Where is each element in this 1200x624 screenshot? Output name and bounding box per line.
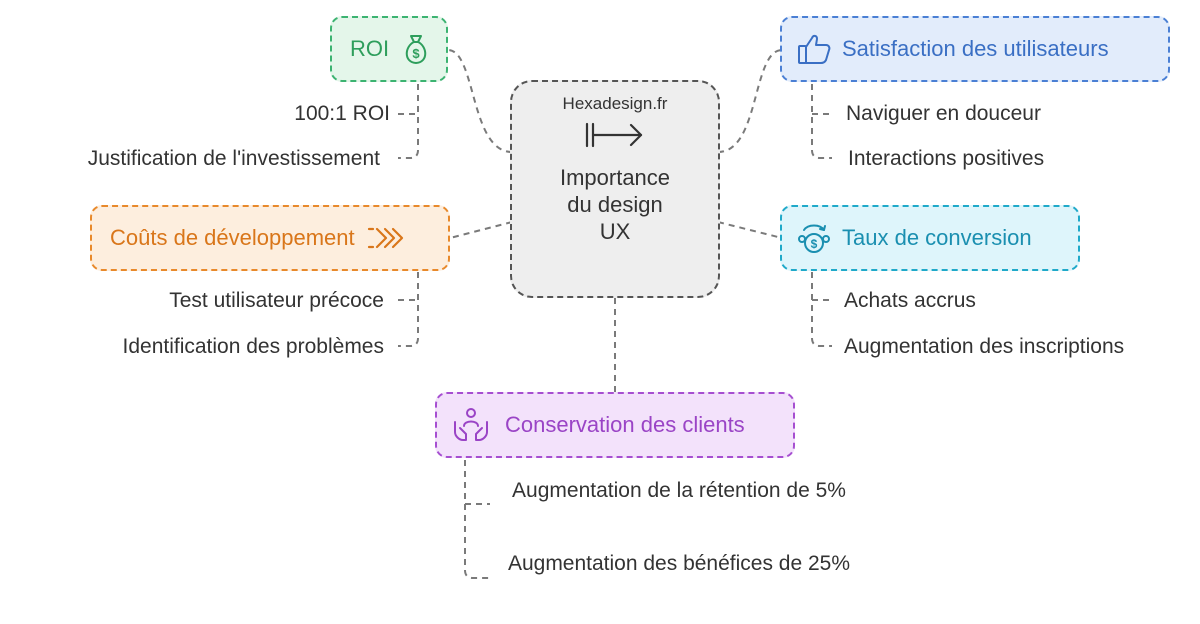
center-title-line2: du design xyxy=(567,192,663,217)
coin-exchange-icon: $ xyxy=(796,221,832,255)
center-node: Hexadesign.fr Importance du design UX xyxy=(510,80,720,298)
branch-costs-label: Coûts de développement xyxy=(110,225,355,250)
connector-costs-items xyxy=(398,272,419,347)
branch-costs[interactable]: Coûts de développement xyxy=(90,205,450,271)
connector-costs xyxy=(449,221,513,239)
branch-satisfaction-label: Satisfaction des utilisateurs xyxy=(842,36,1109,61)
brand-label: Hexadesign.fr xyxy=(562,94,668,113)
thumbs-up-icon xyxy=(796,32,832,66)
center-title-line1: Importance xyxy=(559,165,671,190)
satisfaction-item-1: Naviguer en douceur xyxy=(846,102,1041,125)
money-bag-icon: $ xyxy=(401,32,431,66)
roi-item-2: Justification de l'investissement xyxy=(87,147,380,170)
satisfaction-item-2: Interactions positives xyxy=(848,147,1045,170)
connector-satisfaction-items xyxy=(811,84,832,159)
connector-conversion-items xyxy=(811,272,832,347)
retention-item-2: Augmentation des bénéfices de 25% xyxy=(507,552,851,575)
branch-roi[interactable]: ROI $ xyxy=(330,16,448,82)
branch-conversion-label: Taux de conversion xyxy=(842,225,1032,250)
retention-item-1: Augmentation de la rétention de 5% xyxy=(512,479,846,502)
svg-text:$: $ xyxy=(811,237,818,251)
costs-item-2: Identification des problèmes xyxy=(122,335,385,358)
fast-forward-chevrons-icon xyxy=(367,225,405,251)
connector-roi-items xyxy=(398,84,419,159)
branch-retention-label: Conservation des clients xyxy=(505,412,745,437)
center-title-line3: UX xyxy=(599,219,631,244)
connector-satisfaction xyxy=(717,49,783,153)
branch-retention[interactable]: Conservation des clients xyxy=(435,392,795,458)
care-hands-icon xyxy=(451,406,491,444)
arrow-bar-icon xyxy=(585,122,643,148)
conversion-item-2: Augmentation des inscriptions xyxy=(844,335,1125,358)
connector-conversion xyxy=(717,221,783,239)
roi-item-1: 100:1 ROI xyxy=(294,102,390,125)
costs-item-1: Test utilisateur précoce xyxy=(169,289,384,312)
branch-conversion[interactable]: $ Taux de conversion xyxy=(780,205,1080,271)
conversion-item-1: Achats accrus xyxy=(844,289,976,312)
branch-roi-label: ROI xyxy=(350,36,390,61)
connector-roi xyxy=(447,49,513,153)
branch-satisfaction[interactable]: Satisfaction des utilisateurs xyxy=(780,16,1170,82)
connector-retention-items xyxy=(464,460,490,579)
svg-text:$: $ xyxy=(413,46,421,61)
